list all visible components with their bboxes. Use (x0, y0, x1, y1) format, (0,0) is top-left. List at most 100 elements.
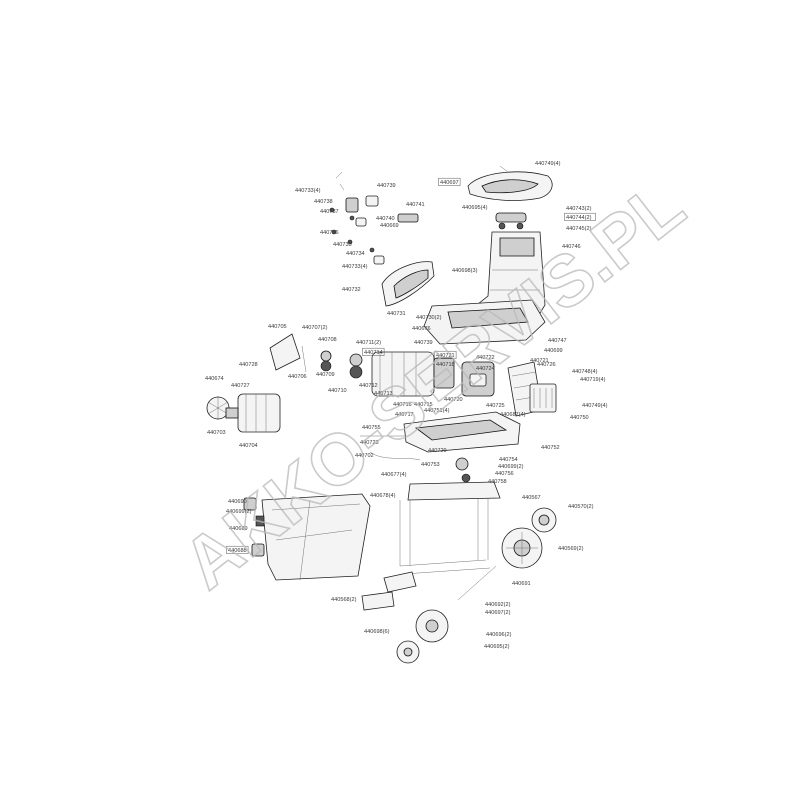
part-label: 440725 (486, 403, 505, 409)
part-label: 440720 (444, 397, 463, 403)
part-label: 440731 (387, 311, 406, 317)
collection-box-part (243, 493, 371, 581)
part-label: 440691 (512, 581, 531, 587)
hopper-base-tray-part (423, 299, 546, 345)
part-label: 440568(2) (331, 597, 357, 603)
part-label: 440669 (380, 223, 399, 229)
part-label: 440695(4) (462, 205, 488, 211)
part-label: 440696(2) (486, 632, 512, 638)
part-label: 440740 (376, 216, 395, 222)
part-label: 440712 (359, 383, 378, 389)
comb-bracket-part (529, 383, 557, 413)
part-label: 440749(4) (582, 403, 608, 409)
part-label: 440703 (207, 430, 226, 436)
part-label: 440710 (328, 388, 347, 394)
part-label: 440567 (522, 495, 541, 501)
part-label: 440744(2) (566, 215, 592, 221)
part-label: 440697(2) (485, 610, 511, 616)
part-label: 440702 (355, 453, 374, 459)
part-label: 440743(2) (566, 206, 592, 212)
part-label: 440713 (374, 391, 393, 397)
part-label: 440753 (421, 462, 440, 468)
part-label: 440718 (436, 362, 455, 368)
part-label: 440688 (228, 548, 247, 554)
part-label: 440676 (412, 326, 431, 332)
part-label-box (226, 545, 249, 554)
blade-rotor-part (225, 393, 281, 433)
part-label: 440729 (428, 448, 447, 454)
part-label: 440723 (360, 440, 379, 446)
part-label: 440727 (231, 383, 250, 389)
part-label: 440699(2) (226, 509, 252, 515)
part-label: 440570(2) (568, 504, 594, 510)
part-label: 440697 (440, 180, 459, 186)
part-label: 440756 (495, 471, 514, 477)
part-label: 440733(4) (295, 188, 321, 194)
part-label: 440719(4) (580, 377, 606, 383)
part-label: 440569(2) (558, 546, 584, 552)
part-label: 440755 (362, 425, 381, 431)
part-label: 440728 (239, 362, 258, 368)
part-label: 440750 (570, 415, 589, 421)
cable-part (369, 451, 471, 483)
part-label: 440741 (406, 202, 425, 208)
part-label: 440716 (393, 402, 412, 408)
motor-part (371, 351, 455, 397)
part-number-labels: 440749(4) 440697 440695(4) 440743(2) 440744(… (205, 161, 608, 650)
part-label: 440674 (205, 376, 224, 382)
part-label: 440717 (395, 412, 414, 418)
wheel-front-small (396, 640, 420, 664)
part-label: 440695(2) (484, 644, 510, 650)
part-label: 440734 (346, 251, 365, 257)
part-label: 440706 (288, 374, 307, 380)
part-label: 440704 (239, 443, 258, 449)
part-label: 440709 (316, 372, 335, 378)
part-label: 440739 (377, 183, 396, 189)
part-label-box (362, 347, 385, 356)
part-label: 440721 (436, 353, 455, 359)
part-label: 440698(6) (364, 629, 390, 635)
switch-hardware-cluster (329, 171, 419, 265)
part-label: 440749(4) (535, 161, 561, 167)
gearbox-part (461, 361, 495, 397)
part-label: 440711(2) (356, 340, 381, 346)
part-label: 440730(2) (416, 315, 442, 321)
part-label: 440745(2) (566, 226, 592, 232)
wheel-large-mid (501, 527, 543, 569)
part-label: 440724 (476, 366, 495, 372)
part-label-box (434, 350, 457, 359)
part-label: 440722 (476, 355, 495, 361)
handle-clamps-part (495, 212, 527, 230)
part-label: 440677(4) (381, 472, 407, 478)
part-label: 440746 (562, 244, 581, 250)
side-cover-part (381, 261, 435, 307)
part-label: 440748(4) (572, 369, 598, 375)
part-label: 440754 (499, 457, 518, 463)
part-label: 440690 (228, 499, 247, 505)
part-label: 440752 (541, 445, 560, 451)
part-label: 440708 (318, 337, 337, 343)
part-label: 440699(2) (498, 464, 524, 470)
part-label: 440726 (537, 362, 556, 368)
part-label: 440705 (268, 324, 287, 330)
part-label: 440692(2) (485, 602, 511, 608)
cover-plate-part (269, 333, 307, 373)
part-label: 440699 (544, 348, 563, 354)
part-label: 440715 (414, 402, 433, 408)
part-label-box (564, 212, 596, 221)
part-label: 440735 (333, 242, 352, 248)
part-label: 440739 (414, 340, 433, 346)
bearing-rollers-part (320, 350, 363, 379)
part-label: 440758 (488, 479, 507, 485)
part-label: 440707(2) (302, 325, 328, 331)
part-label: 440732 (342, 287, 361, 293)
part-label: 440714 (364, 350, 383, 356)
part-label: 440738 (314, 199, 333, 205)
part-label: 440698(3) (452, 268, 478, 274)
part-label: 440751(4) (424, 408, 450, 414)
part-label: 440736 (320, 230, 339, 236)
part-label: 440687(4) (500, 412, 526, 418)
part-label: 440733(4) (342, 264, 368, 270)
